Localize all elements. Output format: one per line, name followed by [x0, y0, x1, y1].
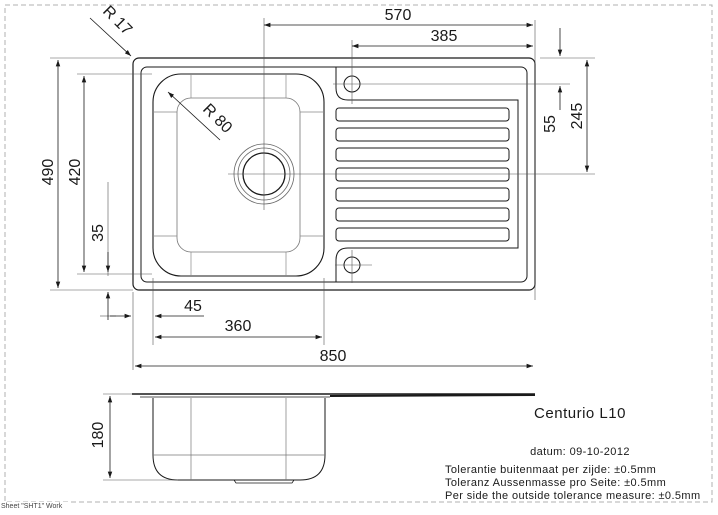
dimension-labels: 570 385 55 245 490 420 35 45 360 850 R 1…: [40, 3, 586, 448]
dim-385: 385: [431, 28, 458, 45]
dim-45: 45: [184, 298, 202, 315]
dim-420: 420: [67, 159, 84, 186]
dim-850: 850: [320, 348, 347, 365]
dim-570: 570: [385, 7, 412, 24]
tolerance-en: Per side the outside tolerance measure: …: [445, 490, 701, 502]
construction-lines: [50, 18, 595, 370]
tolerance-nl: Tolerantie buitenmaat per zijde: ±0.5mm: [445, 464, 656, 476]
dim-r80: R 80: [199, 101, 235, 137]
product-name: Centurio L10: [534, 405, 626, 422]
drainer-ribs: [335, 107, 510, 242]
title-block: Centurio L10 datum: 09-10-2012 Toleranti…: [445, 405, 701, 502]
dim-55: 55: [542, 115, 559, 133]
sink-side-view: [103, 393, 536, 484]
dim-35: 35: [90, 224, 107, 242]
dim-180: 180: [90, 422, 107, 449]
tap-holes: [343, 75, 361, 274]
dim-r17: R 17: [99, 3, 135, 39]
sheet-border: [4, 4, 713, 503]
dim-360: 360: [225, 318, 252, 335]
sheet-label: Sheet "SHT1" Work: [1, 503, 63, 510]
dimension-lines: [55, 17, 590, 369]
dim-490: 490: [40, 159, 57, 186]
dim-245: 245: [569, 103, 586, 130]
date-label: datum: 09-10-2012: [530, 446, 630, 458]
tolerance-de: Toleranz Aussenmasse pro Seite: ±0.5mm: [445, 477, 666, 489]
